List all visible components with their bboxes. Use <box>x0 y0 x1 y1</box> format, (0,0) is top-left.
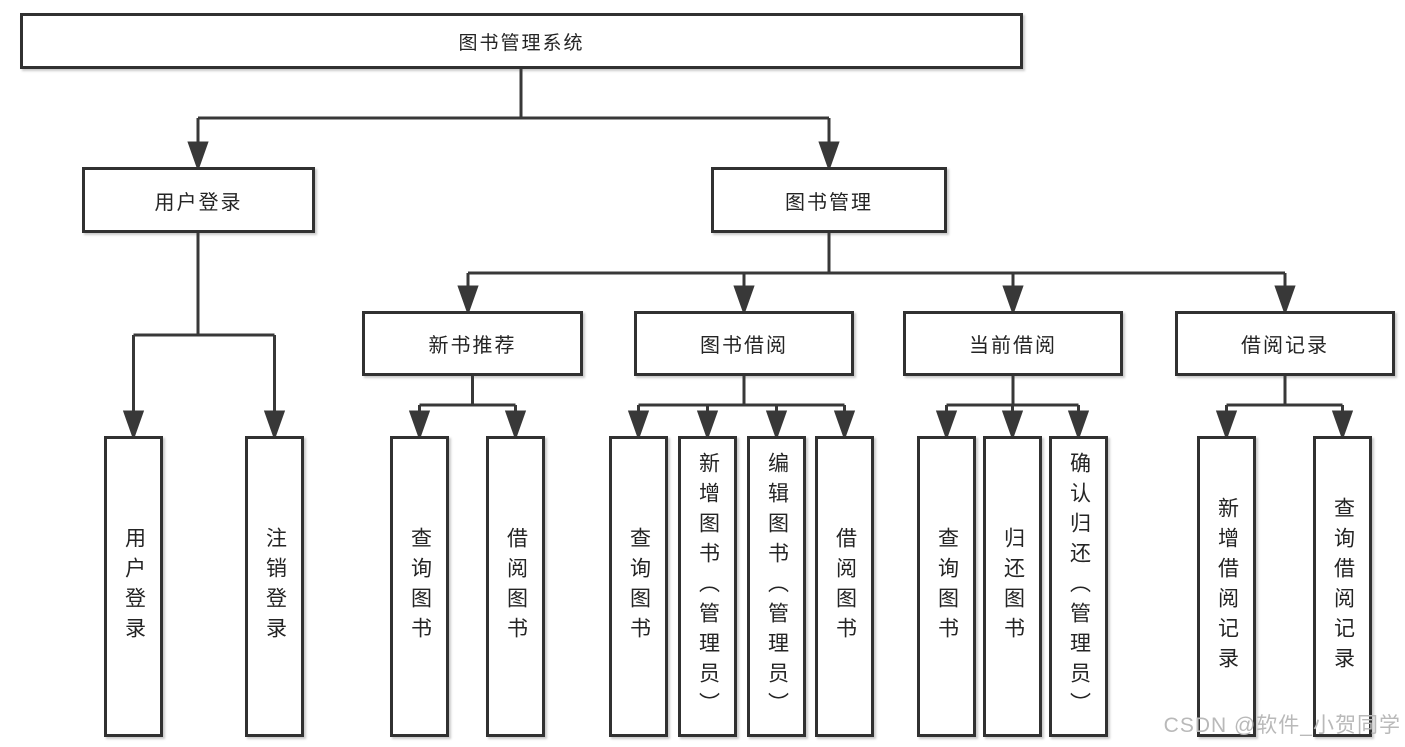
node-label: 查询图书 <box>935 526 959 647</box>
watermark: CSDN @软件_小贺同学 <box>1163 714 1401 737</box>
node-label: 图书管理系统 <box>458 32 585 54</box>
arrowhead <box>935 410 958 441</box>
arrowhead <box>122 410 145 441</box>
arrowhead <box>765 410 788 441</box>
node-label: 图书管理 <box>785 191 873 214</box>
node-book-management: 图书管理 <box>711 167 947 233</box>
node-label: 归还图书 <box>1001 526 1025 647</box>
arrowhead <box>1001 410 1024 441</box>
node-label: 查询图书 <box>408 526 432 647</box>
node-user-login: 用户登录 <box>82 167 315 233</box>
node-label: 用户登录 <box>122 526 146 647</box>
node-label: 注销登录 <box>263 526 287 647</box>
leaf-add-books-admin: 新增图书（管理员） <box>678 436 737 737</box>
leaf-query-books-current: 查询图书 <box>917 436 976 737</box>
leaf-query-books-borrowing: 查询图书 <box>609 436 668 737</box>
arrowhead <box>263 410 286 441</box>
arrowhead <box>457 285 479 316</box>
arrowhead <box>833 410 856 441</box>
leaf-borrow-books-recommend: 借阅图书 <box>486 436 545 737</box>
node-label: 查询图书 <box>627 526 651 647</box>
node-label: 当前借阅 <box>969 335 1057 357</box>
node-label: 借阅记录 <box>1241 335 1329 357</box>
connector-book-borrowing-children <box>627 376 856 441</box>
node-label: 新增借阅记录 <box>1215 496 1239 677</box>
node-book-borrowing: 图书借阅 <box>634 311 854 376</box>
connector-new-book-children <box>408 376 527 441</box>
connector-book-management-children <box>457 233 1296 316</box>
leaf-add-borrow-record: 新增借阅记录 <box>1197 436 1256 737</box>
connector-current-borrowing-children <box>935 376 1090 441</box>
arrowhead <box>1067 410 1090 441</box>
node-root: 图书管理系统 <box>20 13 1023 69</box>
arrowhead <box>696 410 719 441</box>
arrowhead <box>1002 285 1024 316</box>
arrowhead <box>504 410 527 441</box>
connector-root-to-level2 <box>187 68 840 172</box>
leaf-borrow-books-borrowing: 借阅图书 <box>815 436 874 737</box>
arrowhead <box>408 410 431 441</box>
node-label: 借阅图书 <box>504 526 528 647</box>
node-label: 新书推荐 <box>428 335 517 357</box>
arrowhead <box>1215 410 1238 441</box>
arrowhead <box>1274 285 1296 316</box>
node-label: 借阅图书 <box>833 526 857 647</box>
arrowhead <box>627 410 650 441</box>
node-current-borrowing: 当前借阅 <box>903 311 1123 376</box>
node-label: 用户登录 <box>154 191 243 214</box>
node-label: 新增图书（管理员） <box>696 451 720 722</box>
leaf-edit-books-admin: 编辑图书（管理员） <box>747 436 806 737</box>
node-label: 编辑图书（管理员） <box>765 451 789 722</box>
arrowhead <box>818 141 840 172</box>
connector-borrowing-records-children <box>1215 376 1354 441</box>
leaf-query-books-recommend: 查询图书 <box>390 436 449 737</box>
arrowhead <box>1331 410 1354 441</box>
leaf-user-login: 用户登录 <box>104 436 163 737</box>
node-borrowing-records: 借阅记录 <box>1175 311 1395 376</box>
leaf-query-borrow-record: 查询借阅记录 <box>1313 436 1372 737</box>
node-label: 查询借阅记录 <box>1331 496 1355 677</box>
arrowhead <box>187 141 209 172</box>
leaf-logout: 注销登录 <box>245 436 304 737</box>
node-label: 确认归还（管理员） <box>1067 451 1091 722</box>
connector-user-login-children <box>122 233 286 441</box>
node-new-book-recommend: 新书推荐 <box>362 311 583 376</box>
leaf-return-books: 归还图书 <box>983 436 1042 737</box>
arrowhead <box>733 285 755 316</box>
node-label: 图书借阅 <box>700 335 788 357</box>
leaf-confirm-return-admin: 确认归还（管理员） <box>1049 436 1108 737</box>
